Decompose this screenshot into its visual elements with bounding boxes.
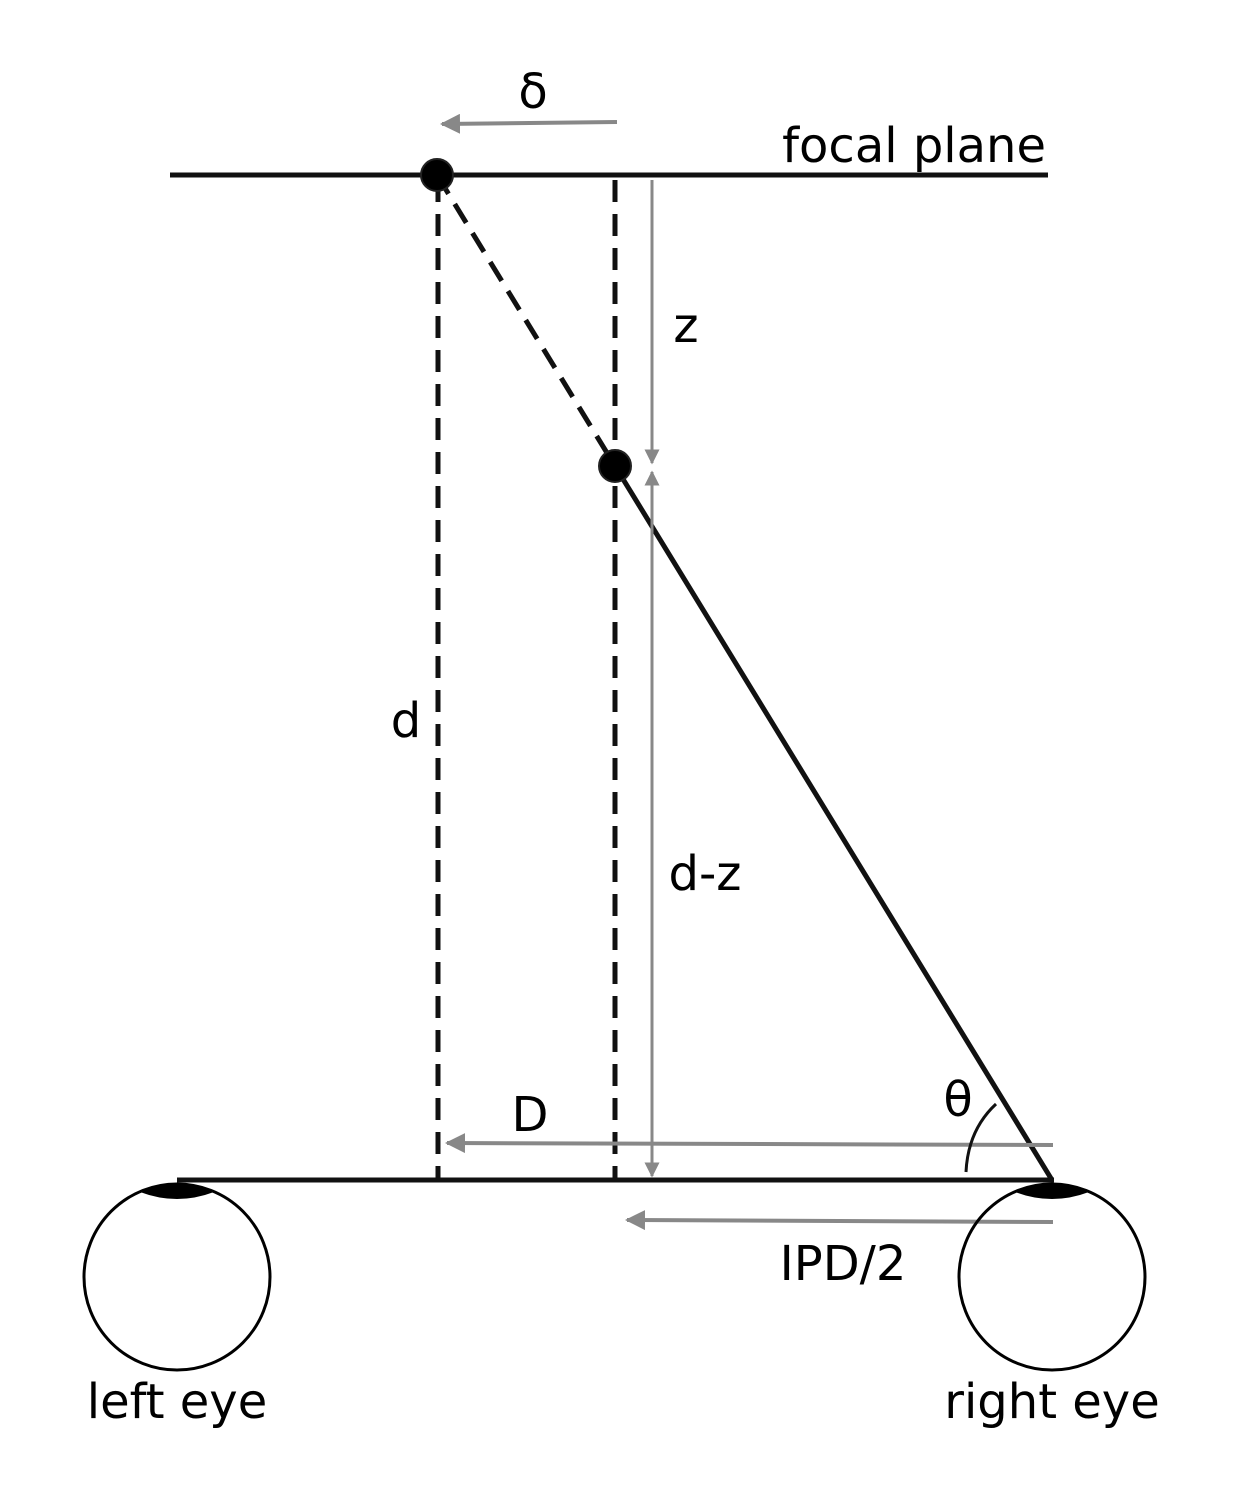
delta-label: δ [518,64,547,120]
right-eye [957,1182,1147,1372]
projected-point [420,158,454,192]
d-minus-z-label: d-z [669,846,742,902]
right-pupil [1015,1185,1089,1199]
delta-arrow [440,113,618,134]
z-label: z [673,298,698,354]
theta-arc [964,1102,998,1173]
sight-line-dashed [434,173,618,468]
d-label: d [391,693,421,749]
ipd-half-arrow [625,1210,1054,1231]
sight-line [612,464,1055,1182]
D-label: D [512,1087,549,1143]
focal-plane-label: focal plane [782,118,1046,174]
theta-label: θ [943,1072,972,1128]
D-arrow [445,1133,1054,1154]
left-eye-label: left eye [87,1374,267,1430]
left-pupil [140,1185,214,1199]
left-eye [82,1182,272,1372]
right-eye-label: right eye [944,1374,1160,1430]
ipd-half-label: IPD/2 [780,1236,907,1292]
object-point [598,449,632,483]
